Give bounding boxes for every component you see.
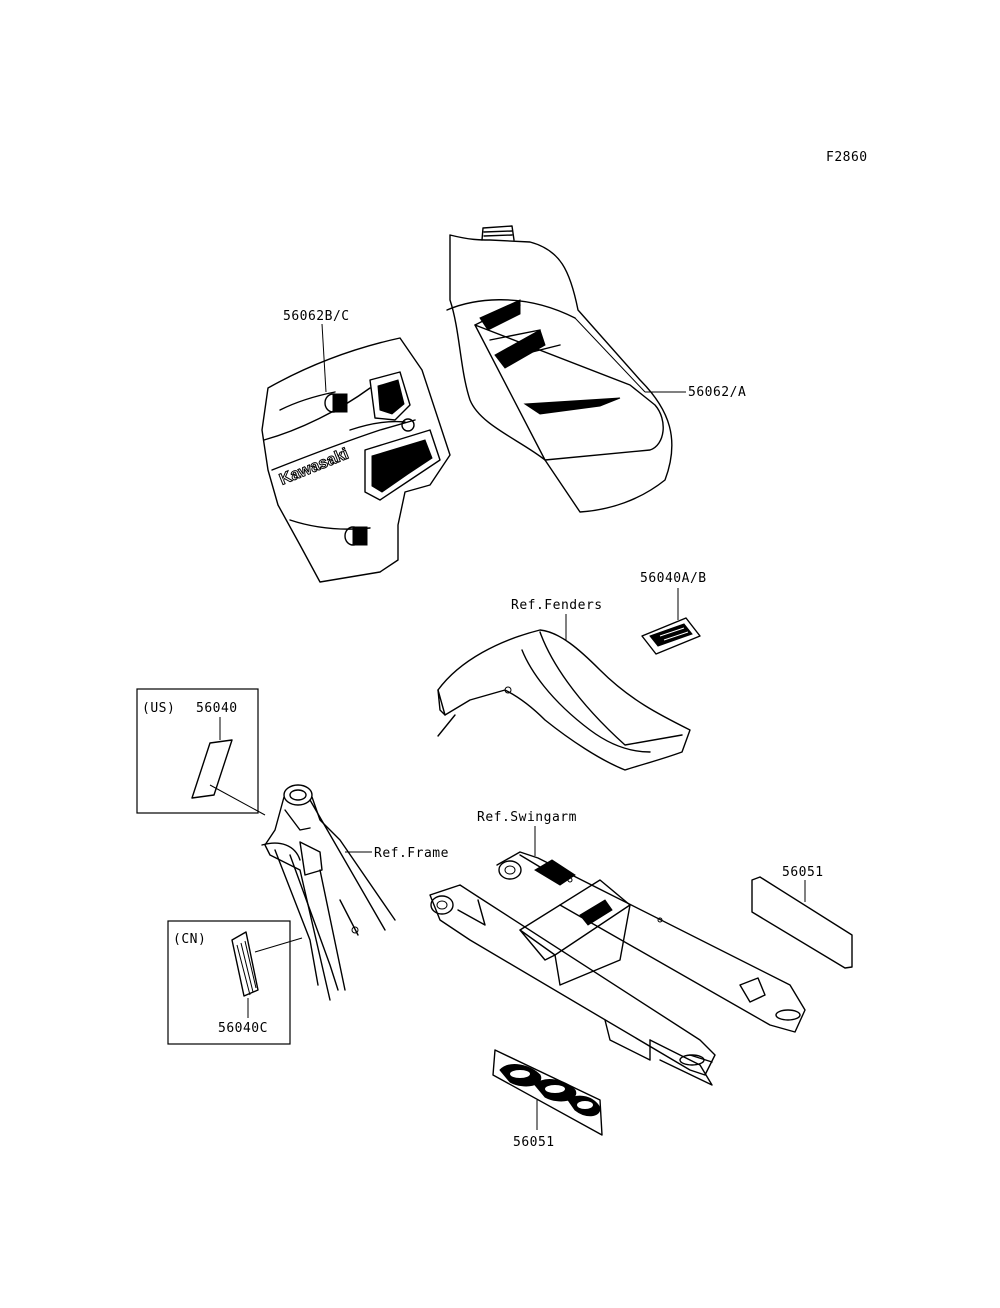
cn-region-box — [167, 920, 291, 1045]
label-cn: (CN) — [173, 932, 206, 947]
kawasaki-logo-text: Kawasaki — [277, 446, 351, 489]
leader-56040-frame — [209, 784, 266, 816]
label-56040ab: 56040A/B — [640, 571, 707, 586]
front-fender — [437, 629, 691, 771]
label-ref-frame: Ref.Frame — [374, 846, 449, 861]
leader-56062bc — [321, 323, 327, 393]
us-region-box — [136, 688, 259, 814]
figure-id: F2860 — [826, 150, 868, 165]
label-56051-right: 56051 — [782, 865, 824, 880]
label-ref-fenders: Ref.Fenders — [511, 598, 603, 613]
leader-56040c-frame — [254, 937, 303, 953]
label-56040: 56040 — [196, 701, 238, 716]
side-shroud-decal: Kawasaki — [261, 337, 451, 583]
swingarm — [429, 851, 806, 1086]
leader-56062a-1 — [574, 317, 646, 393]
decal-56051-right — [751, 876, 853, 969]
fuel-tank-decal — [446, 225, 673, 513]
decal-56040 — [191, 739, 233, 799]
label-us: (US) — [142, 701, 175, 716]
label-56040c: 56040C — [218, 1021, 268, 1036]
decal-56040c — [231, 931, 259, 997]
label-ref-swingarm: Ref.Swingarm — [477, 810, 577, 825]
decal-56051-bottom — [492, 1049, 603, 1136]
decal-56040ab — [641, 617, 701, 655]
label-56062a: 56062/A — [688, 385, 746, 400]
label-56051-bottom: 56051 — [513, 1135, 555, 1150]
label-56062bc: 56062B/C — [283, 309, 350, 324]
frame — [261, 784, 396, 1001]
